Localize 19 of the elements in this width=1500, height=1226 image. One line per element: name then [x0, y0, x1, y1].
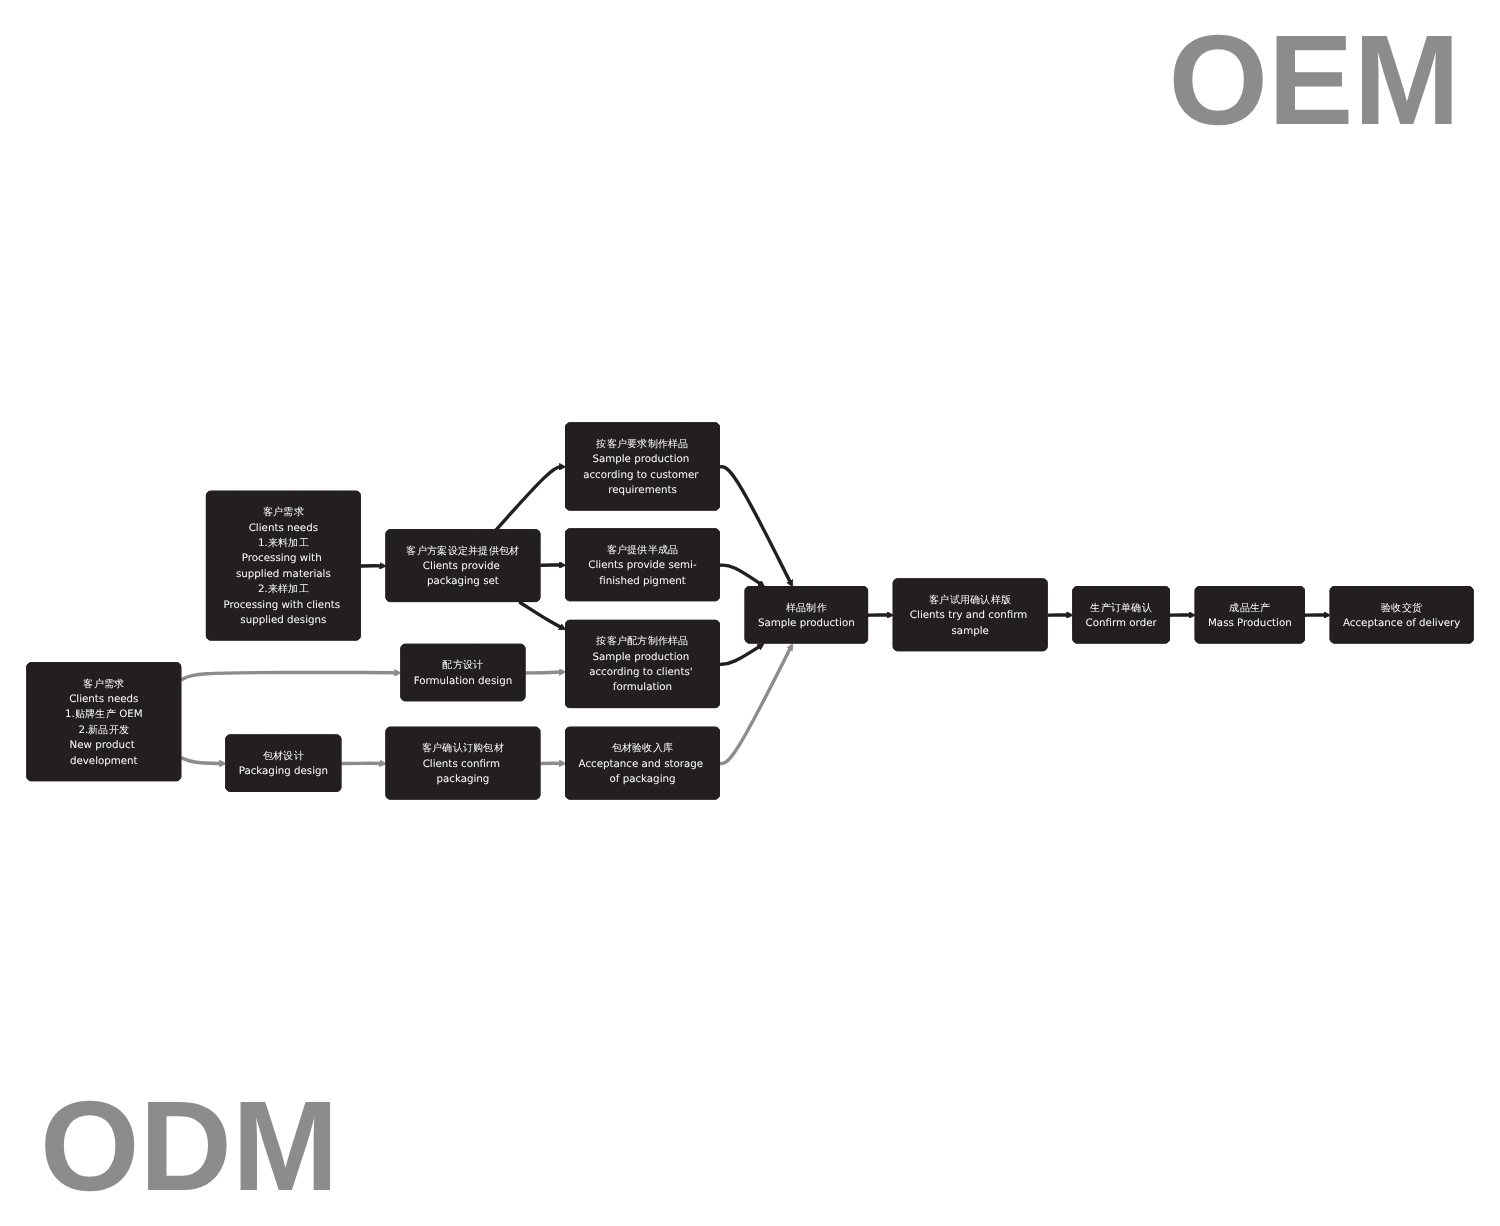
- arrow: [494, 461, 567, 531]
- arrow: [719, 642, 765, 666]
- section-heading: ODM: [40, 1082, 339, 1210]
- arrow: [719, 464, 793, 587]
- arrow: [341, 758, 387, 767]
- arrow: [540, 758, 567, 767]
- arrow: [1169, 610, 1196, 618]
- arrow: [540, 560, 567, 568]
- arrow: [180, 668, 402, 681]
- arrow: [719, 562, 766, 587]
- arrow: [518, 599, 567, 630]
- arrow: [867, 610, 894, 618]
- arrow: [719, 642, 793, 765]
- arrow: [1304, 610, 1331, 618]
- arrow: [360, 561, 387, 569]
- arrow: [180, 755, 227, 767]
- section-heading: OEM: [1168, 16, 1460, 144]
- arrow: [1047, 610, 1074, 618]
- arrow: [525, 667, 567, 675]
